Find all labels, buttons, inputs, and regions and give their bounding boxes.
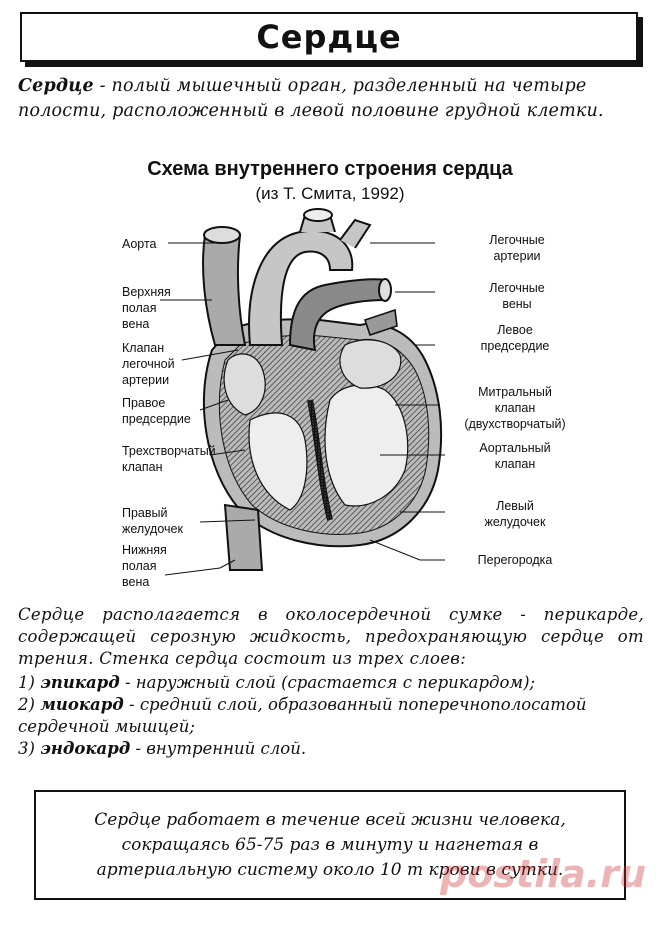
- list-item: 1) эпикард - наружный слой (срастается с…: [18, 672, 644, 694]
- page-title: Сердце: [256, 18, 402, 56]
- body-paragraph-text: Сердце располагается в околосердечной су…: [18, 605, 644, 668]
- list-item-text: - средний слой, образованный поперечнопо…: [18, 695, 587, 736]
- label-pulmonary-veins: Легочные вены: [489, 281, 545, 311]
- list-item-text: - наружный слой (срастается с перикардом…: [119, 673, 536, 692]
- label-septum: Перегородка: [477, 553, 553, 567]
- right-ventricle-cavity: [248, 412, 308, 511]
- intro-paragraph: Сердце - полый мышечный орган, разделенн…: [18, 74, 644, 124]
- scheme-title: Схема внутреннего строения сердца: [147, 158, 513, 180]
- pulmonary-veins: [363, 308, 398, 337]
- title-box: Сердце: [20, 12, 638, 62]
- list-item-term: эндокард: [40, 739, 131, 758]
- label-left-ventricle: Левый желудочек: [484, 499, 546, 529]
- label-right-atrium: Правое предсердие: [122, 396, 191, 426]
- label-aorta: Аорта: [122, 237, 157, 251]
- superior-vena-cava: [202, 234, 247, 346]
- intro-term: Сердце: [18, 76, 94, 96]
- label-pulmonary-valve: Клапан легочной артерии: [122, 341, 175, 387]
- heart-diagram: [160, 208, 445, 576]
- right-atrium-cavity: [223, 353, 266, 416]
- label-superior-vena-cava: Верхняя полая вена: [122, 285, 171, 331]
- label-right-ventricle: Правый желудочек: [122, 506, 183, 536]
- summary-box: Сердце работает в течение всей жизни чел…: [34, 790, 626, 900]
- layers-list: 1) эпикард - наружный слой (срастается с…: [18, 672, 644, 760]
- label-mitral-valve: Митральный клапан (двухстворчатый): [464, 385, 566, 431]
- label-left-atrium: Левое предсердие: [480, 323, 550, 353]
- leader-lines: [160, 242, 445, 576]
- list-item: 2) миокард - средний слой, образованный …: [18, 694, 644, 738]
- label-aortic-valve: Аортальный клапан: [479, 441, 551, 471]
- left-atrium-cavity: [339, 339, 402, 389]
- list-item-number: 3): [18, 739, 35, 758]
- list-item: 3) эндокард - внутренний слой.: [18, 738, 644, 760]
- watermark-logo: postila.ru: [440, 852, 647, 896]
- list-item-number: 2): [18, 695, 35, 714]
- aorta-arch: [248, 229, 354, 346]
- label-pulmonary-arteries: Легочные артерии: [489, 233, 545, 263]
- inferior-vena-cava: [223, 503, 264, 571]
- label-inferior-vena-cava: Нижняя полая вена: [122, 543, 167, 589]
- list-item-text: - внутренний слой.: [130, 739, 307, 758]
- body-paragraph: Сердце располагается в околосердечной су…: [18, 604, 644, 670]
- summary-text: Сердце работает в течение всей жизни чел…: [94, 809, 566, 880]
- scheme-source: (из Т. Смита, 1992): [255, 184, 405, 203]
- list-item-number: 1): [18, 673, 35, 692]
- intro-text: - полый мышечный орган, разделенный на ч…: [18, 76, 604, 121]
- list-item-term: миокард: [40, 695, 124, 714]
- list-item-term: эпикард: [40, 673, 120, 692]
- label-tricuspid-valve: Трехстворчатый клапан: [122, 444, 216, 474]
